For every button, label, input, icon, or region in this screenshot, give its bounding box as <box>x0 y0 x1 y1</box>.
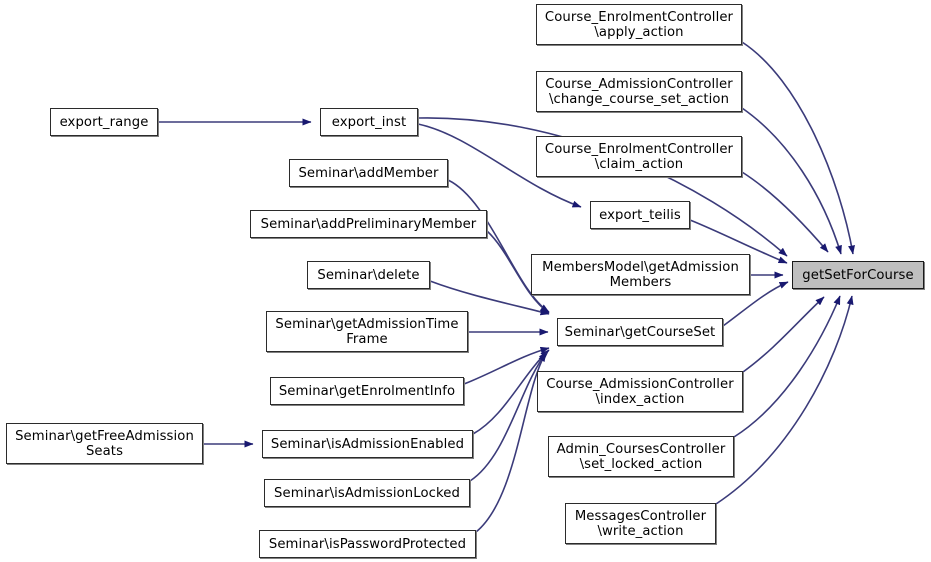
node-index_action[interactable]: Course_AdmissionController \index_action <box>537 371 743 412</box>
edge-isPasswordProtected-to-getCourseSet <box>475 352 547 533</box>
node-isPasswordProtected[interactable]: Seminar\isPasswordProtected <box>259 530 476 558</box>
edge-isAdmissionLocked-to-getCourseSet <box>469 351 548 482</box>
node-write_action[interactable]: MessagesController \write_action <box>565 503 716 544</box>
edge-change_course_set_action-to-getSetForCourse <box>741 107 842 255</box>
node-export_inst[interactable]: export_inst <box>320 108 418 136</box>
node-addMember[interactable]: Seminar\addMember <box>289 159 448 187</box>
node-export_range[interactable]: export_range <box>50 108 158 136</box>
edge-claim_action-to-getSetForCourse <box>741 171 829 253</box>
node-getAdmissionMembers[interactable]: MembersModel\getAdmission Members <box>531 254 750 295</box>
node-delete[interactable]: Seminar\delete <box>307 261 430 289</box>
edge-apply_action-to-getSetForCourse <box>741 41 855 255</box>
node-getFreeAdmissionSeats[interactable]: Seminar\getFreeAdmission Seats <box>6 423 203 464</box>
node-addPreliminaryMember[interactable]: Seminar\addPreliminaryMember <box>250 210 487 238</box>
node-getCourseSet[interactable]: Seminar\getCourseSet <box>557 318 723 346</box>
node-getEnrolmentInfo[interactable]: Seminar\getEnrolmentInfo <box>270 377 464 405</box>
node-set_locked_action[interactable]: Admin_CoursesController \set_locked_acti… <box>548 436 734 477</box>
node-apply_action[interactable]: Course_EnrolmentController \apply_action <box>536 4 742 45</box>
node-isAdmissionEnabled[interactable]: Seminar\isAdmissionEnabled <box>262 430 473 458</box>
node-export_teilis[interactable]: export_teilis <box>590 201 690 229</box>
edge-set_locked_action-to-getSetForCourse <box>733 295 841 438</box>
node-claim_action[interactable]: Course_EnrolmentController \claim_action <box>536 136 742 177</box>
node-change_course_set_action[interactable]: Course_AdmissionController \change_cours… <box>536 71 742 112</box>
node-getAdmissionTimeFrame[interactable]: Seminar\getAdmissionTime Frame <box>266 311 468 352</box>
edge-index_action-to-getSetForCourse <box>742 296 825 373</box>
node-isAdmissionLocked[interactable]: Seminar\isAdmissionLocked <box>264 479 470 507</box>
node-getSetForCourse[interactable]: getSetForCourse <box>792 261 924 289</box>
